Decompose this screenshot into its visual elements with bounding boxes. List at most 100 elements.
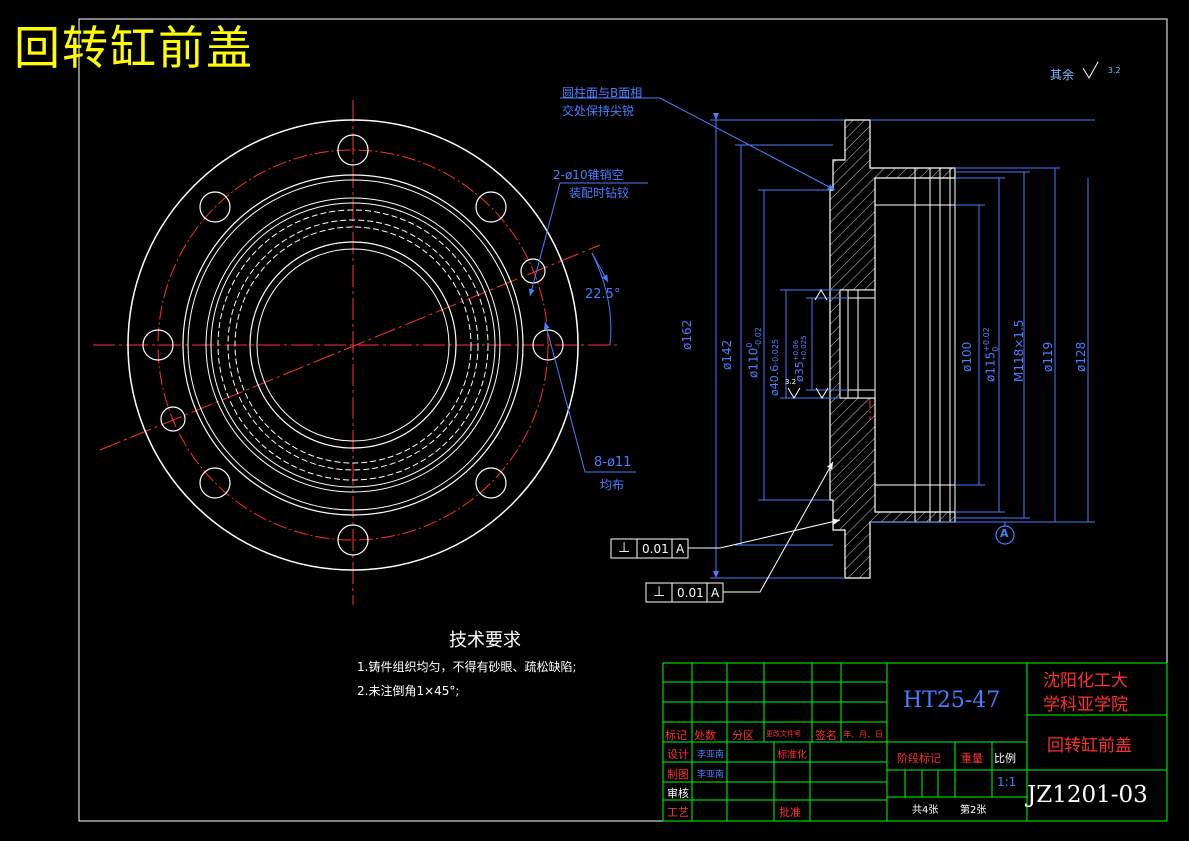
design-name: 李亚南: [697, 750, 725, 760]
tech-requirements-heading: 技术要求: [449, 630, 521, 651]
review-label: 审核: [667, 787, 689, 800]
edge-note-line1: 圆柱面与B面相: [562, 86, 643, 100]
bolt-circle: [157, 149, 549, 541]
dim-d40: ø40.6-0.025: [768, 339, 781, 396]
edge-note-line2: 交处保持尖锐: [562, 104, 635, 118]
hub-circle-3: [205, 197, 501, 493]
dim-d110-value: ø110: [746, 347, 761, 378]
bolt-hole: [337, 524, 369, 556]
roughness-default: 3.2: [1107, 66, 1121, 75]
pin-hole-note-line1: 2-ø10锥销空: [553, 168, 624, 182]
bolt-hole: [199, 467, 231, 499]
tolerance-frame-1: [610, 538, 689, 559]
surface-note-label: 其余: [1050, 68, 1075, 82]
dim-d40-tol: -0.025: [771, 338, 780, 365]
hidden-circle-2: [227, 219, 479, 471]
pin-hole: [160, 406, 186, 432]
process-label: 工艺: [667, 806, 689, 819]
drawing-title: 回转缸前盖: [14, 21, 254, 75]
flange-outer-circle: [127, 119, 579, 571]
bolt-hole: [142, 329, 174, 361]
bore-circle-1: [249, 241, 457, 449]
dim-d100: ø100: [960, 341, 974, 372]
angle-label: 22.5°: [585, 287, 621, 302]
angle-arrow: [591, 252, 609, 283]
drafting-label: 制图: [667, 768, 689, 781]
bore-circle-2: [256, 248, 450, 442]
front-view: [93, 100, 648, 605]
dim-d35-tol-lower: +0.025: [800, 335, 808, 362]
sheets-total: 共4张: [912, 805, 939, 816]
dim-d162: ø162: [680, 319, 694, 350]
roughness-symbol: [787, 387, 801, 399]
tolerance-frame-2: [645, 582, 724, 603]
roughness-bore: 3.2: [785, 378, 797, 386]
scale-value: 1:1: [997, 775, 1017, 789]
header-count: 处数: [694, 729, 716, 742]
drawing-number: JZ1201-03: [1027, 782, 1148, 808]
dim-d110-tol-upper: 0: [745, 342, 754, 348]
sheet-number: 第2张: [960, 805, 987, 816]
dim-m118: M118×1.5: [1012, 319, 1026, 382]
bolt-hole-leader: [543, 321, 636, 473]
dim-d128: ø128: [1074, 341, 1088, 372]
scale-label: 比例: [994, 752, 1016, 765]
roughness-symbol: [815, 387, 829, 399]
part-name: 回转缸前盖: [1047, 736, 1132, 756]
dim-d40-value: ø40.6: [768, 364, 781, 396]
material-label: HT25-47: [903, 688, 1001, 713]
standard-label: 标准化: [777, 750, 807, 761]
hidden-circle-3: [234, 226, 472, 464]
section-view: [560, 61, 1099, 603]
bolt-hole: [475, 191, 507, 223]
school-line2: 学科亚学院: [1043, 695, 1128, 715]
approve-label: 批准: [779, 806, 801, 819]
dim-d115-tol-upper: +0.02: [982, 327, 991, 352]
tol1-datum: A: [676, 542, 685, 556]
dimension-lines: [560, 97, 1095, 579]
angle-arc: [591, 252, 612, 346]
tol1-symbol: ⊥: [618, 540, 631, 556]
title-block-grid: [662, 662, 1168, 822]
dim-d35: ø35+0.06+0.025: [792, 335, 808, 382]
dim-d119: ø119: [1041, 341, 1055, 372]
hub-circle-2: [187, 179, 519, 511]
tech-requirement-item: 2.未注倒角1×45°;: [357, 684, 460, 698]
pin-hole-note-line2: 装配时钻铰: [569, 186, 630, 200]
bolt-hole: [475, 467, 507, 499]
pin-centerline: [99, 244, 601, 451]
hidden-circle-1: [217, 209, 489, 481]
bolt-hole: [532, 329, 564, 361]
school-line1: 沈阳化工大: [1043, 671, 1128, 691]
header-file: 更改文件号: [766, 730, 801, 738]
bolt-holes-note-line1: 8-ø11: [594, 455, 632, 470]
tol2-symbol: ⊥: [653, 584, 666, 600]
hub-circle-4: [210, 202, 496, 488]
roughness-symbol: [1082, 61, 1099, 79]
tol2-value: 0.01: [677, 586, 704, 600]
hub-circle-1: [182, 174, 524, 516]
roughness-symbol: [814, 289, 828, 301]
tolerance-leader-1: [688, 518, 841, 549]
header-sign: 签名: [815, 729, 837, 742]
drafting-name: 李亚南: [697, 770, 725, 780]
header-zone: 分区: [732, 729, 754, 742]
header-mark: 标记: [665, 729, 687, 742]
stage-label: 阶段标记: [897, 752, 941, 765]
tech-requirement-item: 1.铸件组织均匀，不得有砂眼、疏松缺陷;: [357, 660, 577, 674]
surface-roughness-note: 其余 3.2: [1050, 66, 1121, 83]
dim-d142: ø142: [720, 339, 734, 370]
design-label: 设计: [667, 748, 689, 761]
bolt-hole: [199, 191, 231, 223]
bolt-holes: [142, 134, 564, 556]
dim-d115-tol-lower: 0: [991, 346, 1000, 352]
tolerance-leader-2: [723, 461, 834, 593]
dim-d115-value: ø115: [983, 351, 998, 382]
dim-d110-tol-lower: -0.02: [754, 327, 763, 348]
weight-label: 重量: [961, 752, 983, 765]
bolt-hole: [337, 134, 369, 166]
bolt-holes-note-line2: 均布: [600, 478, 625, 492]
